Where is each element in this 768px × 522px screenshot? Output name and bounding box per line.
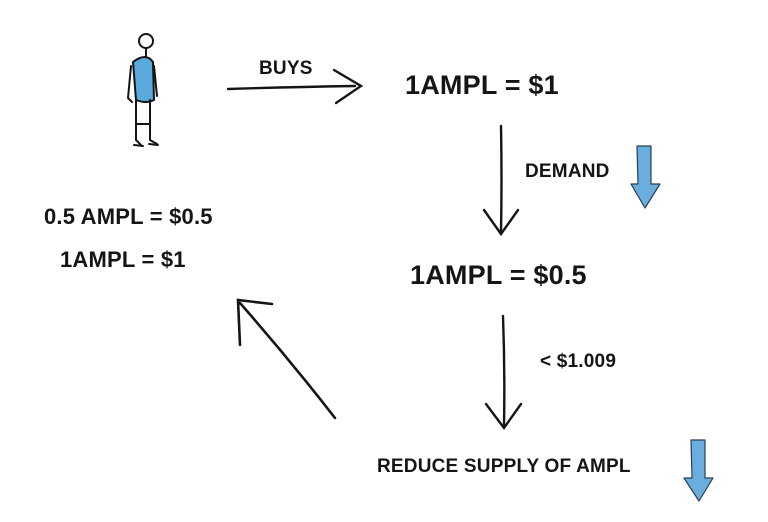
person-shirt: [132, 56, 155, 103]
supply-down-indicator-icon: [683, 439, 714, 502]
reduce-supply-label: REDUCE SUPPLY OF AMPL: [377, 456, 631, 477]
threshold-label: < $1.009: [540, 351, 617, 372]
left-equation-2: 1AMPL = $1: [60, 247, 186, 272]
left-equation-1: 0.5 AMPL = $0.5: [44, 204, 213, 229]
price-initial-label: 1AMPL = $1: [405, 70, 559, 100]
supply-down-arrow: [484, 314, 523, 431]
demand-down-indicator-icon: [630, 145, 661, 209]
price-drop-label: 1AMPL = $0.5: [410, 260, 587, 290]
buys-label: BUYS: [259, 58, 313, 79]
buys-arrow: [226, 68, 364, 105]
person-icon: [127, 33, 159, 147]
demand-down-arrow: [482, 124, 520, 237]
demand-label: DEMAND: [525, 161, 610, 182]
rebase-arrow: [236, 298, 337, 420]
